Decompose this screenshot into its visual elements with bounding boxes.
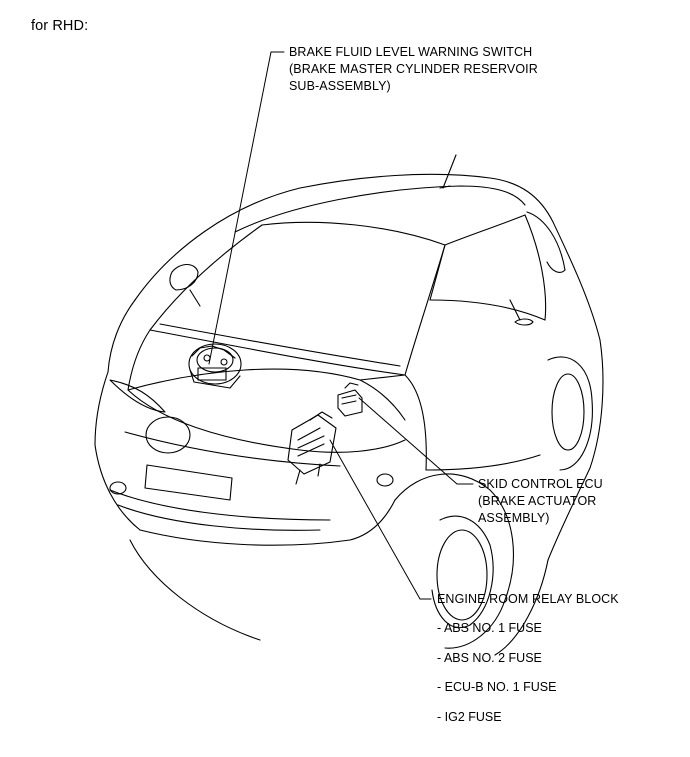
fuse-item: - ECU-B NO. 1 FUSE <box>437 680 557 694</box>
callout-line: (BRAKE MASTER CYLINDER RESERVOIR <box>289 62 538 76</box>
brake-fluid-switch-callout: BRAKE FLUID LEVEL WARNING SWITCH (BRAKE … <box>289 44 538 95</box>
diagram-heading: for RHD: <box>31 18 89 34</box>
fuse-item: - IG2 FUSE <box>437 710 502 724</box>
callout-line: (BRAKE ACTUATOR <box>478 494 597 508</box>
callout-line: SKID CONTROL ECU <box>478 477 603 491</box>
antenna <box>439 154 457 189</box>
car-body-outline <box>94 173 604 656</box>
relay-block-component <box>287 411 337 485</box>
fuse-item: - ABS NO. 1 FUSE <box>437 621 542 635</box>
skid-control-ecu-callout: SKID CONTROL ECU (BRAKE ACTUATOR ASSEMBL… <box>478 476 603 527</box>
fuse-item: - ABS NO. 2 FUSE <box>437 651 542 665</box>
leader-lines <box>208 51 474 600</box>
relay-block-callout-title: ENGINE ROOM RELAY BLOCK <box>437 592 619 606</box>
skid-control-ecu-component <box>337 382 363 417</box>
callout-line: ASSEMBLY) <box>478 511 550 525</box>
brake-master-cylinder-component <box>188 343 242 389</box>
callout-line: SUB-ASSEMBLY) <box>289 79 391 93</box>
callout-line: BRAKE FLUID LEVEL WARNING SWITCH <box>289 45 533 59</box>
